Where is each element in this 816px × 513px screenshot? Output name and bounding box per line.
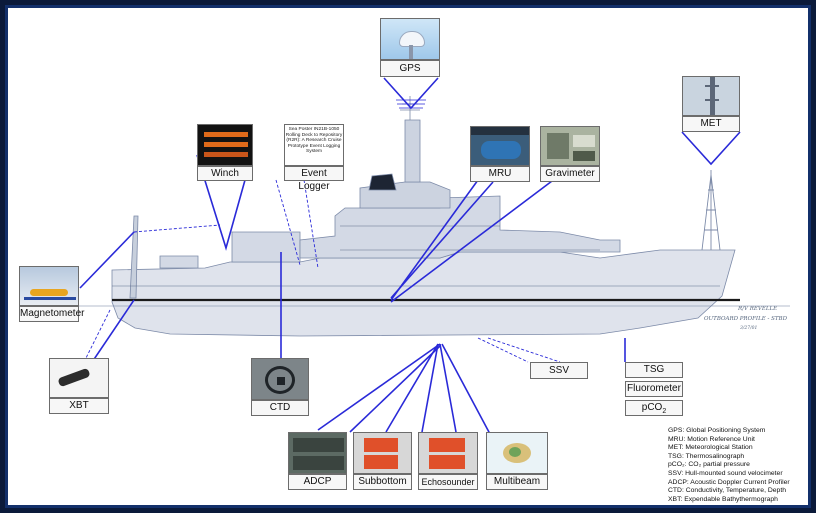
xbt-label: XBT (49, 398, 109, 414)
tsg-label: TSG (625, 362, 683, 378)
ship-hull (111, 119, 736, 337)
pco2-label: pCO2 (625, 400, 683, 416)
ctd-label: CTD (251, 400, 309, 416)
met-mast-icon (682, 76, 740, 116)
event-logger-note-box (284, 124, 344, 166)
multibeam-label: Multibeam (486, 474, 548, 490)
echosounder-label: Echosounder (418, 474, 478, 490)
legend-item: GPS: Global Positioning System (668, 427, 766, 434)
legend-item: CTD: Conductivity, Temperature, Depth (668, 487, 786, 495)
xbt-probe-icon (49, 358, 109, 398)
met-label: MET (682, 116, 740, 132)
legend-item: MRU: Motion Reference Unit (668, 435, 755, 443)
legend-item: pCO₂: CO₂ partial pressure (668, 461, 750, 469)
gravimeter-panel-icon (540, 126, 600, 166)
pco2-label-subscript: 2 (662, 408, 667, 415)
pco2-label-text: pCO (641, 402, 663, 413)
met-mast (701, 170, 721, 251)
echosounder-unit-icon (418, 432, 478, 474)
gps-line-ticks (396, 99, 426, 109)
subbottom-unit-icon (353, 432, 412, 474)
gravimeter-label: Gravimeter (540, 166, 600, 182)
ship-windows (112, 225, 720, 287)
dashed-connectors (84, 179, 561, 363)
gps-label: GPS (380, 60, 440, 77)
magnetometer-label: Magnetometer (19, 306, 84, 322)
radome-icon (380, 18, 440, 60)
ship-name: R/V REVELLE (738, 306, 778, 312)
ship-date: 3/27/01 (740, 326, 758, 331)
mru-label: MRU (470, 166, 530, 182)
multibeam-map-icon (486, 432, 548, 474)
legend-item: MET: Meteorological Station (668, 444, 753, 452)
event-logger-label: Event Logger (284, 166, 344, 192)
ship-subtitle: OUTBOARD PROFILE - STBD (704, 316, 787, 322)
subbottom-label: Subbottom (353, 474, 412, 490)
fluorometer-label: Fluorometer (625, 381, 683, 397)
winch-label: Winch (197, 166, 253, 181)
legend-item: ADCP: Acoustic Doppler Current Profiler (668, 478, 790, 486)
event-logger-note: Sea Poster IN21B-1050 Rolling Deck to Re… (285, 127, 343, 155)
acronym-legend: GPS: Global Positioning System MRU: Moti… (668, 427, 790, 504)
legend-item: TSG: Thermosalinograph (668, 452, 745, 460)
ssv-label: SSV (530, 362, 588, 379)
adcp-unit-icon (288, 432, 347, 474)
ctd-rosette-icon (251, 358, 309, 400)
adcp-label: ADCP (288, 474, 347, 490)
legend-item: SSV: Hull-mounted sound velocimeter (668, 469, 783, 477)
legend-item: XBT: Expendable Bathythermograph (668, 495, 778, 503)
winch-display-icon (197, 124, 253, 166)
magnetometer-towfish-icon (19, 266, 79, 306)
mru-device-icon (470, 126, 530, 166)
